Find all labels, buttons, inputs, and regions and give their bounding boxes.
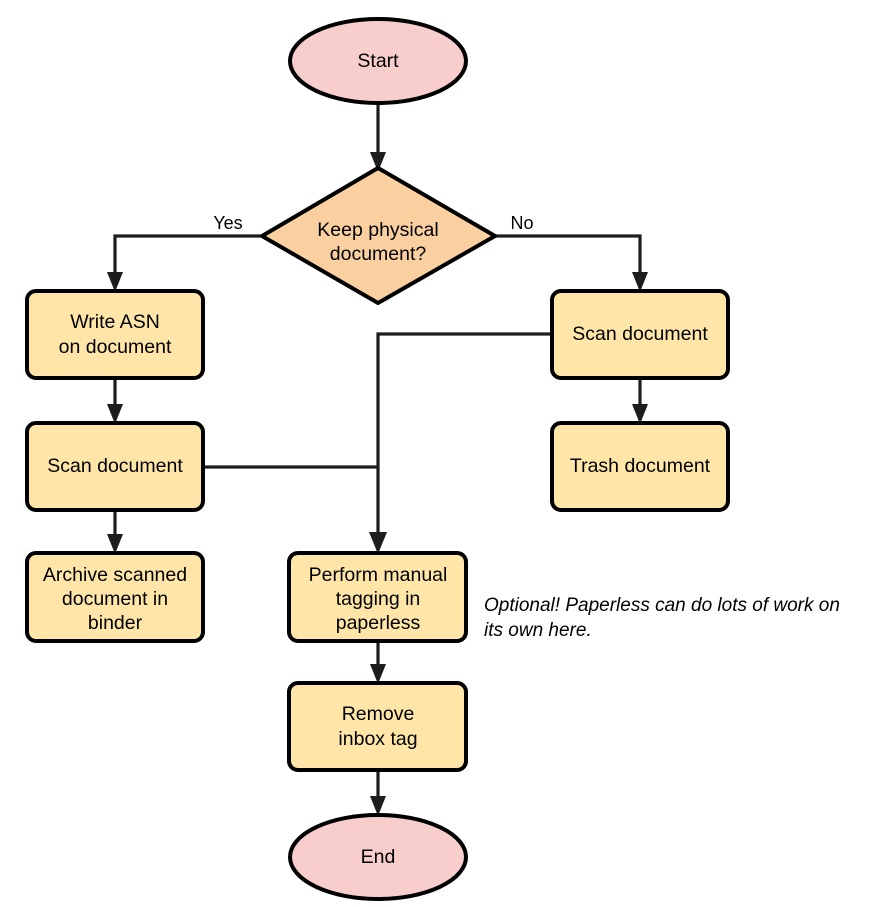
connector-scan-right-to-trash [632,378,648,424]
node-keep-physical-document-decision[interactable]: Keep physical document? [260,166,497,305]
scan-document-right-label: Scan document [572,323,708,345]
node-perform-manual-tagging-in-paperless[interactable]: Perform manual tagging in paperless [287,551,468,643]
edge-label-no: No [510,213,533,233]
note-optional-paperless: Optional! Paperless can do lots of work … [484,595,840,641]
note-line1: Optional! Paperless can do lots of work … [484,595,840,616]
connector-start-to-decision [370,103,386,172]
connector-write-asn-to-scan-left [107,378,123,424]
node-start[interactable]: Start [288,17,468,105]
scan-document-left-label: Scan document [47,455,183,477]
node-remove-inbox-tag[interactable]: Remove inbox tag [287,681,468,772]
trash-document-box-shape [550,421,730,512]
node-scan-document-right[interactable]: Scan document [550,289,730,380]
decision-label-line2: document? [330,243,427,265]
node-archive-scanned-document-in-binder[interactable]: Archive scanned document in binder [25,551,205,643]
connector-scan-left-to-archive [107,510,123,554]
note-line2: its own here. [484,620,592,641]
connector-decision-yes-to-write-asn [107,234,262,292]
write-asn-box-shape [25,289,205,380]
tagging-box-shape [287,551,468,643]
connector-remove-inbox-to-end [370,770,386,816]
node-write-asn-on-document[interactable]: Write ASN on document [25,289,205,380]
end-label: End [361,846,396,868]
trash-document-label: Trash document [570,455,711,477]
scan-document-left-box-shape [25,421,205,512]
remove-inbox-label-line2: inbox tag [338,728,417,750]
decision-diamond-shape [260,166,497,305]
archive-label-line2: document in [62,588,168,610]
end-ellipse-shape [288,813,468,901]
start-ellipse-shape [288,17,468,105]
connector-scan-right-to-tagging [369,332,552,554]
remove-inbox-label-line1: Remove [342,703,415,725]
remove-inbox-box-shape [287,681,468,772]
connector-tagging-to-remove-inbox [370,641,386,684]
start-label: Start [357,50,399,72]
decision-label-line1: Keep physical [317,219,438,241]
write-asn-label-line2: on document [59,336,172,358]
scan-document-right-box-shape [550,289,730,380]
archive-box-shape [25,551,205,643]
connector-decision-no-to-scan-right [495,234,648,292]
node-end[interactable]: End [288,813,468,901]
write-asn-label-line1: Write ASN [70,311,160,333]
node-trash-document[interactable]: Trash document [550,421,730,512]
tagging-label-line2: tagging in [336,588,421,610]
archive-label-line3: binder [88,612,143,634]
archive-label-line1: Archive scanned [43,564,187,586]
tagging-label-line3: paperless [336,612,421,634]
node-scan-document-left[interactable]: Scan document [25,421,205,512]
edge-label-yes: Yes [213,213,242,233]
tagging-label-line1: Perform manual [309,564,448,586]
